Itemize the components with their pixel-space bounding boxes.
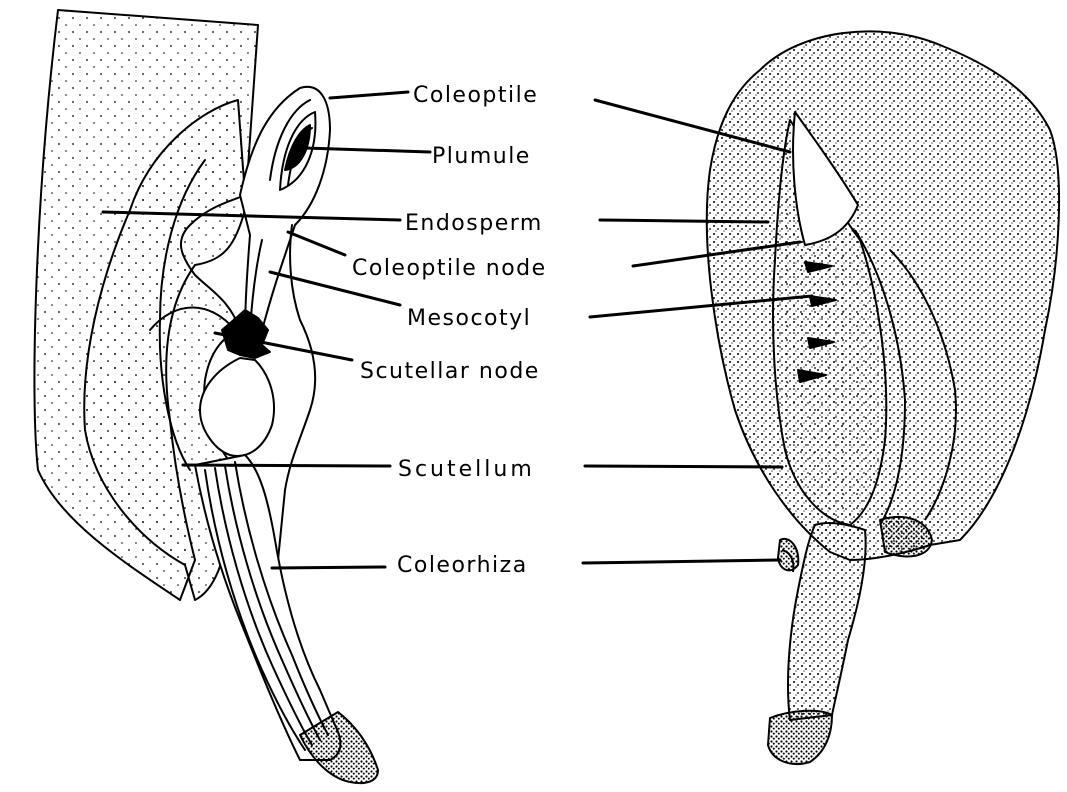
leader-coleoptile-node-left <box>288 232 345 255</box>
kernel-outline <box>707 31 1059 560</box>
leader-coleorhiza-left <box>272 567 385 568</box>
external-drawing <box>707 31 1059 764</box>
leader-scutellum-right <box>585 466 782 467</box>
label-coleoptile-node: Coleoptile node <box>352 256 547 281</box>
leader-scutellum-left <box>183 465 390 466</box>
label-coleorhiza: Coleorhiza <box>397 553 528 578</box>
leader-endosperm-right <box>600 220 768 222</box>
leader-coleorhiza-right <box>583 560 780 563</box>
section-drawing <box>34 10 378 783</box>
label-scutellum: Scutellum <box>398 457 535 482</box>
label-coleoptile: Coleoptile <box>413 83 538 108</box>
labels: Coleoptile Plumule Endosperm Coleoptile … <box>352 83 547 578</box>
root-cap-external <box>768 711 832 764</box>
label-plumule: Plumule <box>432 144 531 169</box>
radicle-external <box>788 523 866 720</box>
leader-coleoptile-left <box>330 92 408 98</box>
label-scutellar-node: Scutellar node <box>360 359 540 384</box>
label-endosperm: Endosperm <box>405 211 543 236</box>
label-mesocotyl: Mesocotyl <box>407 306 531 331</box>
